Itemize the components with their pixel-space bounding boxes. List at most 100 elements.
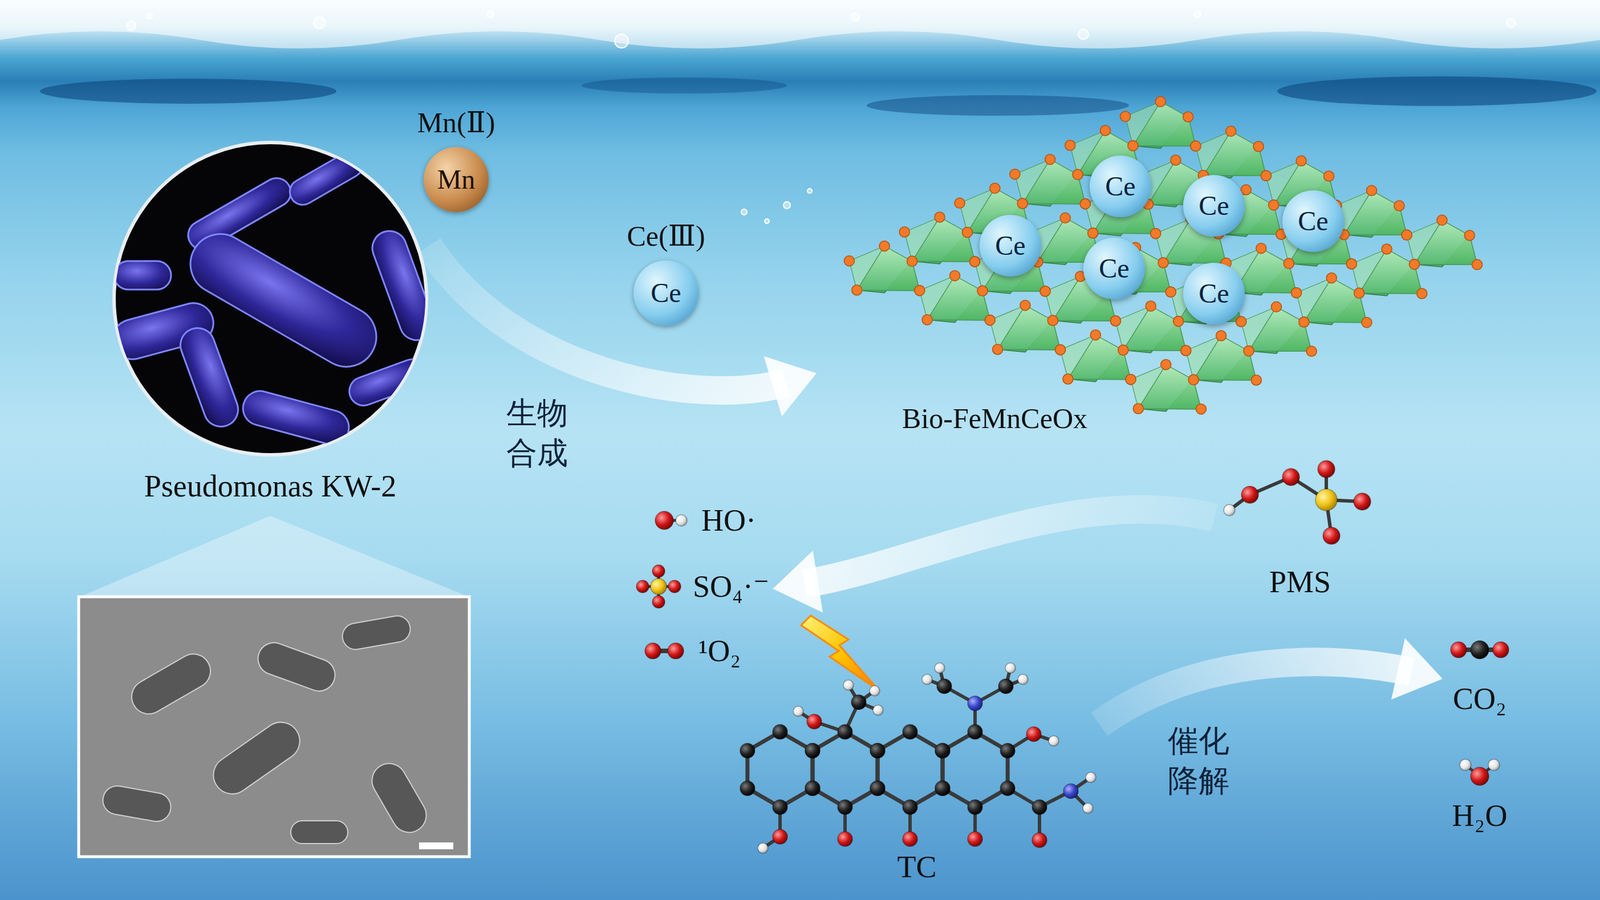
ion-circle: Mn(Ⅱ)Mn xyxy=(417,106,496,213)
oxygen-vertex xyxy=(1170,155,1181,166)
oxygen-vertex xyxy=(1188,374,1199,385)
oxygen-vertex xyxy=(1401,229,1412,241)
water-surface xyxy=(0,0,1600,116)
oxygen-vertex xyxy=(977,285,988,296)
oxygen-vertex xyxy=(1072,169,1083,180)
bacteria-lens xyxy=(114,142,427,456)
atom-ball xyxy=(870,743,885,759)
oxygen-vertex xyxy=(879,241,890,252)
oxygen-vertex xyxy=(969,256,981,267)
species-formula: TC xyxy=(896,849,937,885)
oxygen-vertex xyxy=(1017,198,1028,209)
atom-ball xyxy=(1322,527,1340,545)
oxygen-vertex xyxy=(1296,155,1307,166)
atom-ball xyxy=(772,724,788,740)
dark-wave xyxy=(1277,76,1597,107)
oxygen-vertex xyxy=(899,226,910,238)
bacterium-rod xyxy=(114,261,172,290)
atom-ball xyxy=(1450,642,1467,659)
atom-ball xyxy=(1032,833,1047,848)
species-formula: ¹O₂ xyxy=(698,633,741,669)
oxygen-vertex xyxy=(1408,259,1420,270)
oxygen-vertex xyxy=(977,285,988,296)
atom-ball xyxy=(967,831,983,847)
oxygen-vertex xyxy=(1346,258,1357,270)
bubble xyxy=(1506,18,1516,28)
oxygen-vertex xyxy=(1260,170,1271,181)
oxygen-vertex xyxy=(1150,228,1161,239)
oxygen-vertex xyxy=(1055,344,1066,356)
bacterium-rod xyxy=(238,387,353,449)
oxygen-vertex xyxy=(1326,273,1337,284)
oxygen-vertex xyxy=(1040,286,1051,297)
oxygen-vertex xyxy=(1087,228,1099,239)
arrow-body xyxy=(428,246,787,391)
ion-symbol: Ce xyxy=(1198,277,1229,310)
bacteria-art xyxy=(112,140,429,458)
material-name: Bio-FeMnCeOx xyxy=(902,402,1088,436)
atom-ball xyxy=(652,595,665,609)
oxygen-vertex xyxy=(1065,140,1076,151)
bubble xyxy=(313,17,326,29)
atom-ball xyxy=(1048,736,1059,747)
oxygen-vertex xyxy=(843,256,855,267)
ce-site: Ce xyxy=(1083,237,1145,300)
oxygen-vertex xyxy=(1165,286,1176,298)
bacterium-rod xyxy=(175,323,243,432)
product-molecule: H₂O xyxy=(1442,752,1517,834)
sem-cell xyxy=(290,821,348,844)
oxygen-vertex xyxy=(1291,287,1302,299)
atom-ball xyxy=(967,724,983,740)
octahedron-face xyxy=(1406,220,1443,265)
oxygen-vertex xyxy=(1283,258,1294,269)
atom-ball xyxy=(902,800,918,815)
oxygen-vertex xyxy=(1260,170,1271,181)
oxygen-vertex xyxy=(1190,140,1201,152)
atom-ball xyxy=(869,685,880,697)
bacteria-cells xyxy=(112,147,429,449)
radical-species: SO₄·⁻ xyxy=(632,563,773,610)
oxygen-vertex xyxy=(1472,259,1483,270)
flow-arrow xyxy=(1099,638,1443,725)
oxygen-vertex xyxy=(1240,184,1252,196)
oxygen-vertex xyxy=(1145,301,1156,312)
oxygen-vertex xyxy=(934,212,945,223)
octahedron-face xyxy=(1241,306,1277,351)
atom-ball xyxy=(1353,493,1371,511)
pollutant-molecule: TC xyxy=(734,655,1100,885)
lattice-art xyxy=(816,102,1500,450)
oxygen-vertex xyxy=(1283,258,1294,269)
oxygen-vertex xyxy=(1127,140,1139,152)
atom-ball xyxy=(902,724,918,740)
arrow-head xyxy=(1391,638,1443,700)
atom-ball xyxy=(1317,460,1335,478)
atom-ball xyxy=(1082,803,1094,814)
oxygen-vertex xyxy=(1020,300,1031,311)
octahedron-face xyxy=(1014,159,1051,204)
atom-ball xyxy=(1459,759,1472,771)
octahedron-face xyxy=(1130,364,1167,409)
dark-wave xyxy=(39,78,337,104)
ce-site: Ce xyxy=(1089,155,1152,218)
atom-ball xyxy=(837,800,853,815)
oxygen-vertex xyxy=(1354,287,1365,299)
oxygen-vertex xyxy=(1160,359,1172,371)
oxygen-vertex xyxy=(1298,317,1310,328)
oxygen-vertex xyxy=(1236,316,1247,327)
dark-wave xyxy=(581,77,787,94)
oxygen-vertex xyxy=(1464,230,1475,241)
oxygen-vertex xyxy=(922,314,933,326)
oxygen-vertex xyxy=(1127,140,1139,152)
bacteria-circle: Pseudomonas KW-2 xyxy=(112,140,429,505)
oxygen-vertex xyxy=(1173,316,1184,327)
product-molecule: CO₂ xyxy=(1442,632,1517,717)
ion-symbol: Ce xyxy=(995,229,1026,262)
oxygen-vertex xyxy=(989,183,1001,194)
atom-ball xyxy=(805,743,820,759)
oxygen-vertex xyxy=(1436,214,1448,226)
atom-ball xyxy=(740,743,755,759)
oxygen-vertex xyxy=(851,285,863,296)
atom-ball xyxy=(793,706,804,717)
arrow-head xyxy=(764,356,817,417)
atom-ball xyxy=(998,679,1014,694)
